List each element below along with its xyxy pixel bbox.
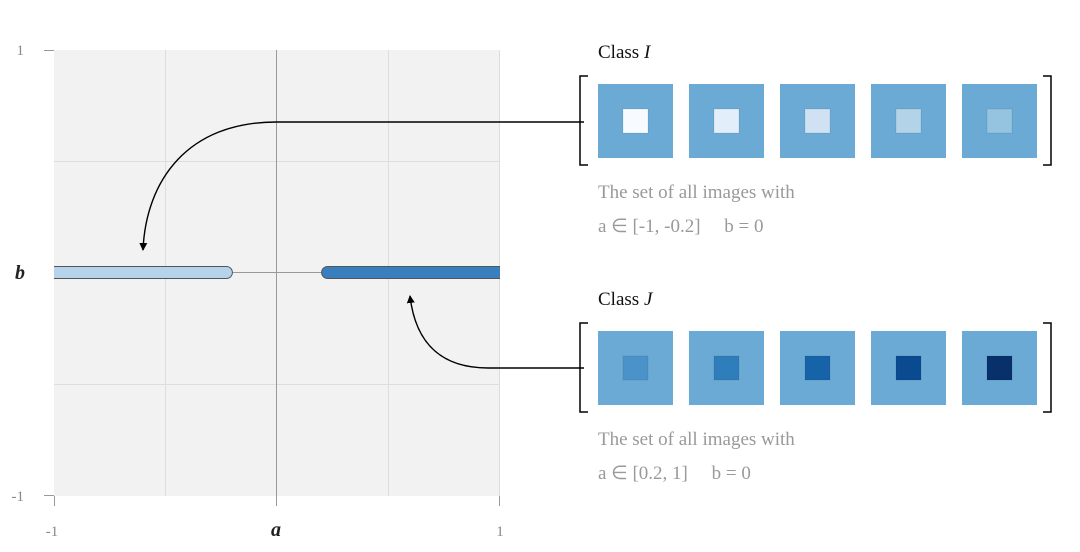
tile-square [804, 355, 831, 381]
class-i-image-tile [780, 84, 855, 158]
class-i-description-line1: The set of all images with [598, 182, 795, 203]
class-j-tiles [598, 331, 1037, 405]
class-j-image-tile [780, 331, 855, 405]
class-j-description-line1: The set of all images with [598, 429, 795, 450]
class-j-image-tile [598, 331, 673, 405]
a-max-tick-label: 1 [496, 524, 504, 540]
tile-square [895, 355, 922, 381]
b-axis-label: b [15, 262, 25, 284]
class-i-arrow [139, 121, 584, 251]
class-j-left-bracket [579, 322, 588, 413]
class-j-title-variable: J [644, 289, 654, 310]
class-i-group: Class I The set of all images with a ∈ [… [579, 42, 1052, 237]
class-j-group: Class J The set of all images with a ∈ [… [579, 289, 1052, 484]
segments [54, 266, 500, 279]
tile-square [986, 108, 1013, 134]
class-j-title: Class J [598, 289, 654, 310]
a-axis-label: a [271, 519, 281, 541]
tile-square [895, 108, 922, 134]
class-i-right-bracket [1043, 75, 1052, 166]
class-i-left-bracket [579, 75, 588, 166]
class-i-image-tile [962, 84, 1037, 158]
a-min-tick-label: -1 [46, 524, 59, 540]
tile-square [804, 108, 831, 134]
class-j-segment [321, 266, 500, 279]
b-min-tick-label: -1 [12, 489, 25, 505]
class-i-description-line2: a ∈ [-1, -0.2] b = 0 [598, 216, 764, 237]
class-j-title-prefix: Class [598, 289, 644, 310]
tile-square [713, 355, 740, 381]
tile-square [986, 355, 1013, 381]
class-i-title: Class I [598, 42, 652, 63]
plot-area: 1 -1 -1 1 a b [12, 43, 504, 541]
b-max-tick-label: 1 [17, 43, 25, 59]
class-j-arrow [406, 295, 584, 369]
class-i-image-tile [598, 84, 673, 158]
class-j-image-tile [689, 331, 764, 405]
class-i-title-prefix: Class [598, 42, 644, 63]
tile-square [622, 355, 649, 381]
tile-square [622, 108, 649, 134]
class-j-image-tile [962, 331, 1037, 405]
class-j-image-tile [871, 331, 946, 405]
class-j-description-line2: a ∈ [0.2, 1] b = 0 [598, 463, 751, 484]
class-i-tiles [598, 84, 1037, 158]
class-i-image-tile [871, 84, 946, 158]
class-i-image-tile [689, 84, 764, 158]
tile-square [713, 108, 740, 134]
class-i-title-variable: I [643, 42, 652, 63]
class-j-right-bracket [1043, 322, 1052, 413]
class-i-segment [54, 266, 233, 279]
